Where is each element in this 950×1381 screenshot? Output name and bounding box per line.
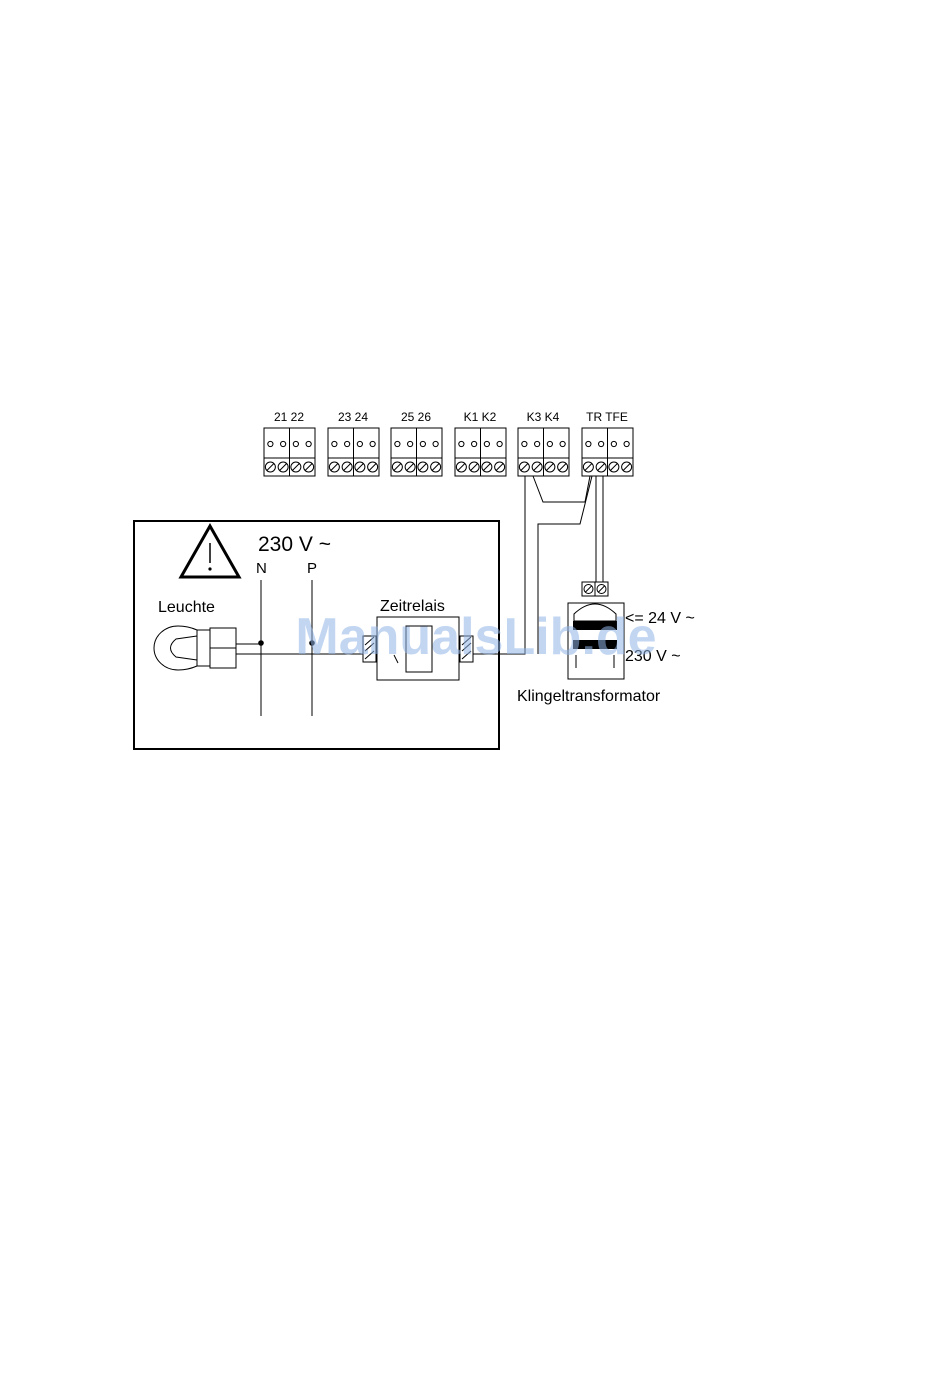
terminal-hole-icon [624,441,629,446]
terminal-hole-icon [268,441,273,446]
terminal-hole-icon [370,441,375,446]
terminal-hole-icon [408,441,413,446]
terminal-label-k3-k4: K3 K4 [527,410,560,424]
terminal-hole-icon [522,441,527,446]
terminal-hole-icon [395,441,400,446]
trafo-label: Klingeltransformator [517,688,661,705]
terminal-hole-icon [611,441,616,446]
terminal-label-k1-k2: K1 K2 [464,410,497,424]
bridge-k4-tr [533,476,590,502]
neutral-label: N [256,560,267,577]
warning-triangle-icon [181,526,239,577]
terminal-hole-icon [433,441,438,446]
terminal-label-23-24: 23 24 [338,410,368,424]
terminal-hole-icon [547,441,552,446]
terminal-hole-icon [599,441,604,446]
terminal-hole-icon [484,441,489,446]
terminal-hole-icon [497,441,502,446]
terminal-hole-icon [586,441,591,446]
terminal-labels: 21 22 23 24 25 26 K1 K2 K3 K4 TR TFE [274,410,628,424]
terminal-hole-icon [560,441,565,446]
phase-label: P [307,560,317,577]
terminal-label-25-26: 25 26 [401,410,431,424]
lamp-label: Leuchte [158,599,215,616]
terminal-hole-icon [293,441,298,446]
terminal-label-tr-tfe: TR TFE [586,410,628,424]
terminal-hole-icon [535,441,540,446]
terminal-hole-icon [420,441,425,446]
terminal-hole-icon [281,441,286,446]
neutral-junction [258,640,264,646]
watermark-logo: ManualsLib.de [295,608,656,666]
terminal-hole-icon [345,441,350,446]
mains-voltage-label: 230 V ~ [258,533,331,556]
lamp-icon [154,626,236,670]
terminal-row [264,428,633,476]
terminal-hole-icon [472,441,477,446]
terminal-hole-icon [459,441,464,446]
terminal-label-21-22: 21 22 [274,410,304,424]
terminal-hole-icon [357,441,362,446]
terminal-hole-icon [306,441,311,446]
terminal-hole-icon [332,441,337,446]
